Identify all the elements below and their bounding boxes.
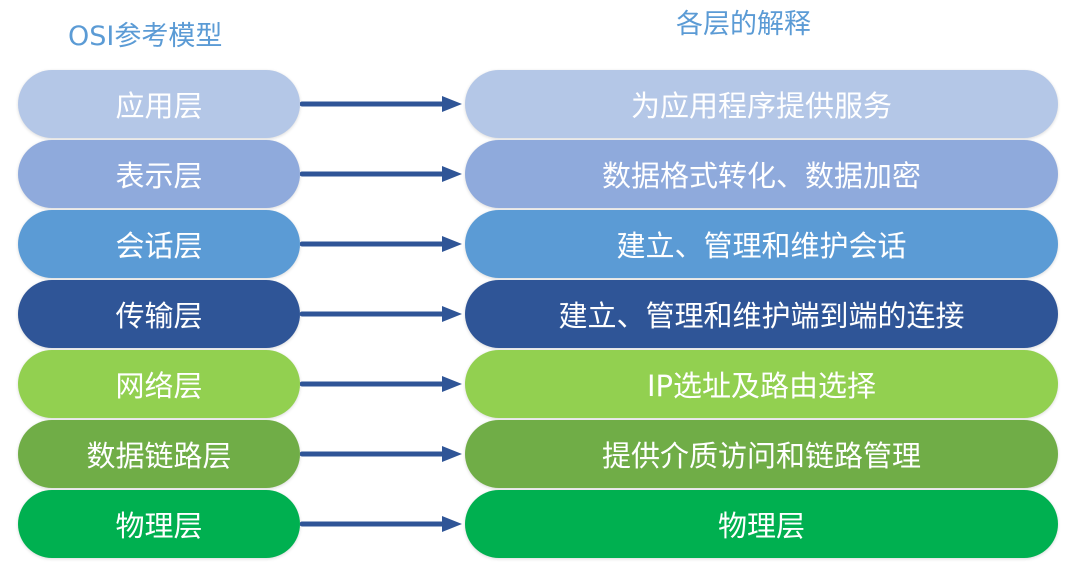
layer-box: 表示层	[18, 140, 300, 208]
arrow-right-icon	[300, 306, 462, 322]
layer-box: 传输层	[18, 280, 300, 348]
layer-description-box: 为应用程序提供服务	[465, 70, 1058, 138]
arrow-right-icon	[300, 236, 462, 252]
layer-box: 应用层	[18, 70, 300, 138]
layer-description-box: 建立、管理和维护端到端的连接	[465, 280, 1058, 348]
explanation-title: 各层的解释	[676, 9, 811, 40]
arrow-right-icon	[300, 166, 462, 182]
layer-description-box: 建立、管理和维护会话	[465, 210, 1058, 278]
arrow-right-icon	[300, 96, 462, 112]
layer-box: 物理层	[18, 490, 300, 558]
layer-box: 会话层	[18, 210, 300, 278]
layer-description-box: 提供介质访问和链路管理	[465, 420, 1058, 488]
layer-box: 数据链路层	[18, 420, 300, 488]
layer-description-box: 数据格式转化、数据加密	[465, 140, 1058, 208]
arrow-right-icon	[300, 376, 462, 392]
arrow-right-icon	[300, 446, 462, 462]
layer-box: 网络层	[18, 350, 300, 418]
arrow-right-icon	[300, 516, 462, 532]
layer-description-box: 物理层	[465, 490, 1058, 558]
layer-description-box: IP选址及路由选择	[465, 350, 1058, 418]
osi-model-title: OSI参考模型	[68, 21, 223, 52]
